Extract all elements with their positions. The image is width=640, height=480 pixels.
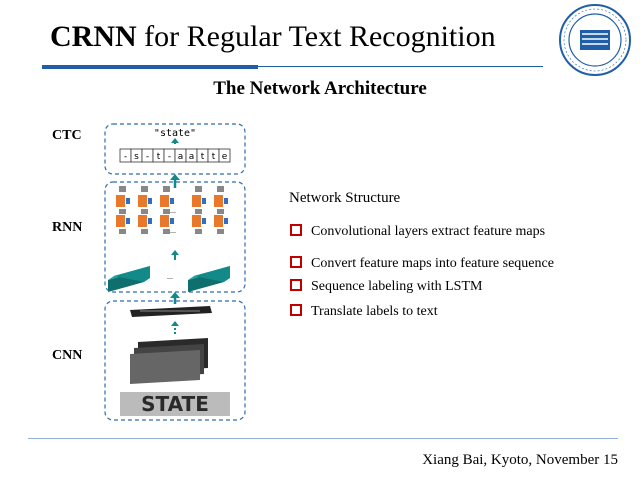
bullet-square-icon — [290, 304, 302, 316]
top-feature-map — [130, 306, 212, 317]
bullet-square-icon — [290, 279, 302, 291]
slide-subtitle: The Network Architecture — [213, 78, 427, 99]
ctc-block — [104, 123, 246, 175]
slide-footer: Xiang Bai, Kyoto, November 15 — [422, 452, 618, 468]
lstm-hidden — [119, 209, 126, 214]
sequence-label: - — [124, 152, 127, 162]
bullet-square-icon — [290, 224, 302, 236]
input-image: STATE — [120, 392, 230, 416]
sequence-label: a — [189, 152, 195, 162]
feature-sequence-right — [188, 266, 230, 292]
sequence-label: t — [201, 152, 205, 162]
feature-sequence-left — [108, 266, 150, 292]
lstm-hidden — [195, 209, 202, 214]
lstm-cell-forward — [138, 215, 147, 227]
layer-label-cnn: CNN — [52, 348, 83, 363]
lstm-hidden — [119, 229, 126, 234]
lstm-output — [195, 186, 202, 192]
lstm-output — [163, 186, 170, 192]
lstm-cell-forward — [192, 215, 201, 227]
lstm-cell-forward — [138, 195, 147, 207]
layer-label-ctc: CTC — [52, 128, 82, 143]
lstm-cell-forward — [192, 195, 201, 207]
cnn-feature-maps — [130, 338, 208, 384]
lstm-output — [141, 186, 148, 192]
lstm-cell-backward — [148, 198, 152, 204]
lstm-hidden — [217, 209, 224, 214]
lstm-cell-forward — [160, 195, 169, 207]
lstm-cell-backward — [170, 218, 174, 224]
slide-title: CRNN for Regular Text Recognition — [50, 20, 496, 53]
lstm-cell-forward — [214, 215, 223, 227]
sequence-label: - — [168, 152, 171, 162]
lstm-hidden — [141, 209, 148, 214]
lstm-cell-backward — [202, 218, 206, 224]
lstm-hidden — [195, 229, 202, 234]
cnn-to-rnn-arrowhead — [170, 292, 180, 298]
sequence-label: - — [146, 152, 149, 162]
footer-divider — [28, 438, 618, 439]
lstm-output — [217, 186, 224, 192]
lstm-cell-backward — [170, 198, 174, 204]
lstm-cell-backward — [126, 218, 130, 224]
input-image-text: STATE — [141, 392, 209, 416]
lstm-cell-backward — [148, 218, 152, 224]
lstm-cell-backward — [224, 198, 228, 204]
output-text: "state" — [154, 128, 196, 139]
lstm-cell-forward — [160, 215, 169, 227]
lstm-cell-forward — [214, 195, 223, 207]
bullet-square-icon — [290, 256, 302, 268]
lstm-cell-backward — [126, 198, 130, 204]
lstm-hidden — [163, 229, 170, 234]
layer-label-rnn: RNN — [52, 220, 83, 235]
feature-ellipsis: ... — [167, 272, 173, 281]
sequence-label: a — [178, 152, 184, 162]
rnn-ellipsis: ... — [170, 206, 176, 215]
bullet-item: Sequence labeling with LSTM — [290, 279, 482, 295]
sequence-label: e — [222, 152, 228, 162]
cnn-inner-arrowhead — [171, 321, 179, 326]
lstm-cell-backward — [224, 218, 228, 224]
lstm-hidden — [163, 209, 170, 214]
lstm-cell-backward — [202, 198, 206, 204]
rnn-ellipsis: ... — [170, 226, 176, 235]
network-structure-heading: Network Structure — [289, 190, 401, 206]
sequence-label: t — [212, 152, 216, 162]
title-underline-accent — [42, 65, 258, 69]
lstm-hidden — [141, 229, 148, 234]
lstm-cell-forward — [116, 215, 125, 227]
lstm-grid — [116, 186, 228, 234]
bullet-item: Translate labels to text — [290, 304, 438, 320]
sequence-label: s — [134, 152, 139, 162]
bullet-item: Convolutional layers extract feature map… — [290, 224, 545, 240]
sequence-cell — [218, 148, 231, 163]
bullet-item: Convert feature maps into feature sequen… — [290, 256, 554, 272]
sequence-label: t — [157, 152, 161, 162]
lstm-output — [119, 186, 126, 192]
lstm-hidden — [217, 229, 224, 234]
lstm-cell-forward — [116, 195, 125, 207]
university-seal-logo — [559, 4, 631, 76]
title-underline — [258, 66, 543, 67]
